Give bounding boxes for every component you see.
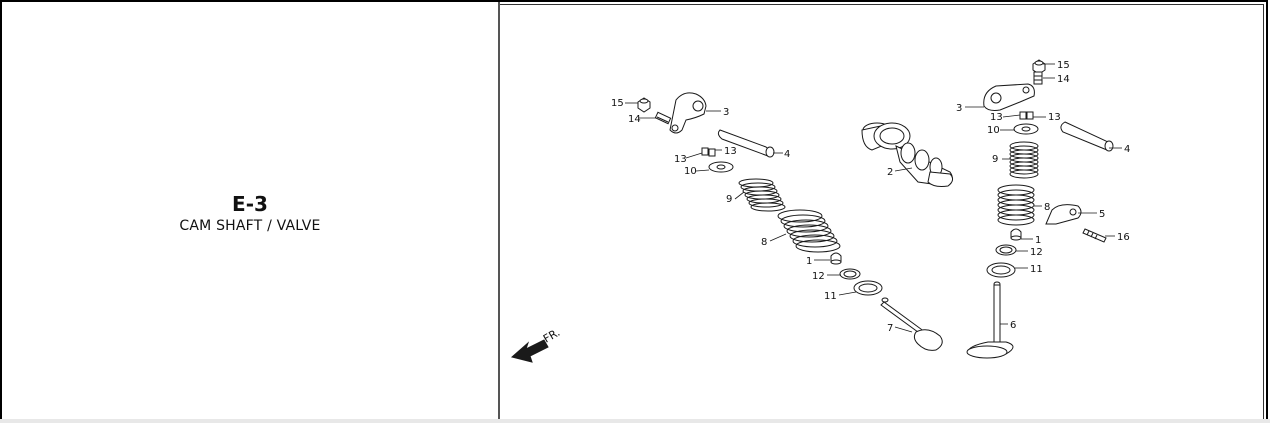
camshaft (861, 122, 954, 187)
rocker-arm-right (983, 83, 1035, 111)
inner-spring-left (738, 178, 786, 212)
exploded-parts-diagram: 15 14 3 4 13 13 10 9 8 1 12 11 7 2 15 14… (510, 59, 1130, 363)
panel-divider (498, 2, 500, 421)
callout: 4 (784, 149, 790, 160)
callout: 11 (1030, 264, 1043, 275)
nut-right (1032, 59, 1046, 75)
rocker-shaft-left (717, 129, 775, 158)
callout: 5 (1099, 209, 1105, 220)
callout-labels: 15 14 3 4 13 13 10 9 8 1 12 11 7 2 15 14… (611, 60, 1130, 334)
outer-spring-right (997, 184, 1035, 226)
leader-lines (625, 63, 1122, 333)
callout: 1 (1035, 235, 1041, 246)
callout: 8 (761, 237, 767, 248)
adjust-screw-right (1033, 71, 1043, 85)
washer-left (853, 280, 883, 296)
callout: 15 (1057, 60, 1070, 71)
callout: 13 (990, 112, 1003, 123)
diagram-panel: 15 14 3 4 13 13 10 9 8 1 12 11 7 2 15 14… (500, 2, 1265, 421)
callout: 16 (1117, 232, 1130, 243)
tensioner-arm (1045, 204, 1082, 225)
adjust-screw-left (654, 111, 672, 125)
bolt (1082, 228, 1107, 243)
callout: 15 (611, 98, 624, 109)
callout: 3 (723, 107, 729, 118)
callout: 6 (1010, 320, 1016, 331)
callout: 10 (684, 166, 697, 177)
stem-seal-left (830, 252, 842, 265)
callout: 11 (824, 291, 837, 302)
spring-seat-left (839, 268, 861, 280)
callout: 9 (726, 194, 732, 205)
callout: 13 (1048, 112, 1061, 123)
section-title: CAM SHAFT / VALVE (179, 218, 321, 234)
washer-right (986, 262, 1016, 278)
nut-left (637, 97, 651, 113)
callout: 9 (992, 154, 998, 165)
valve-cotter-left (701, 147, 716, 157)
callout: 14 (1057, 74, 1070, 85)
arrow-left-icon (510, 339, 549, 363)
callout: 13 (724, 146, 737, 157)
intake-valve (966, 281, 1014, 359)
spring-seat-right (995, 244, 1017, 256)
callout: 1 (806, 256, 812, 267)
callout: 12 (1030, 247, 1043, 258)
section-header-panel: E-3 CAM SHAFT / VALVE (2, 2, 498, 421)
rocker-shaft-right (1060, 121, 1114, 152)
callout: 7 (887, 323, 893, 334)
callout: 3 (956, 103, 962, 114)
callout: 10 (987, 125, 1000, 136)
exhaust-valve (880, 297, 943, 351)
inner-spring-right (1009, 141, 1039, 179)
rocker-arm-left (669, 92, 707, 134)
callout: 13 (674, 154, 687, 165)
callout: 14 (628, 114, 641, 125)
callout: 8 (1044, 202, 1050, 213)
valve-cotter-right (1019, 111, 1034, 120)
spring-retainer-left (708, 161, 734, 173)
callout: 12 (812, 271, 825, 282)
section-code: E-3 (232, 192, 268, 216)
callout: 4 (1124, 144, 1130, 155)
bottom-strip (0, 419, 1270, 423)
outer-spring-left (777, 209, 841, 253)
stem-seal-right (1010, 228, 1022, 241)
spring-retainer-right (1013, 123, 1039, 135)
callout: 2 (887, 167, 893, 178)
diagram-border (500, 4, 1264, 421)
